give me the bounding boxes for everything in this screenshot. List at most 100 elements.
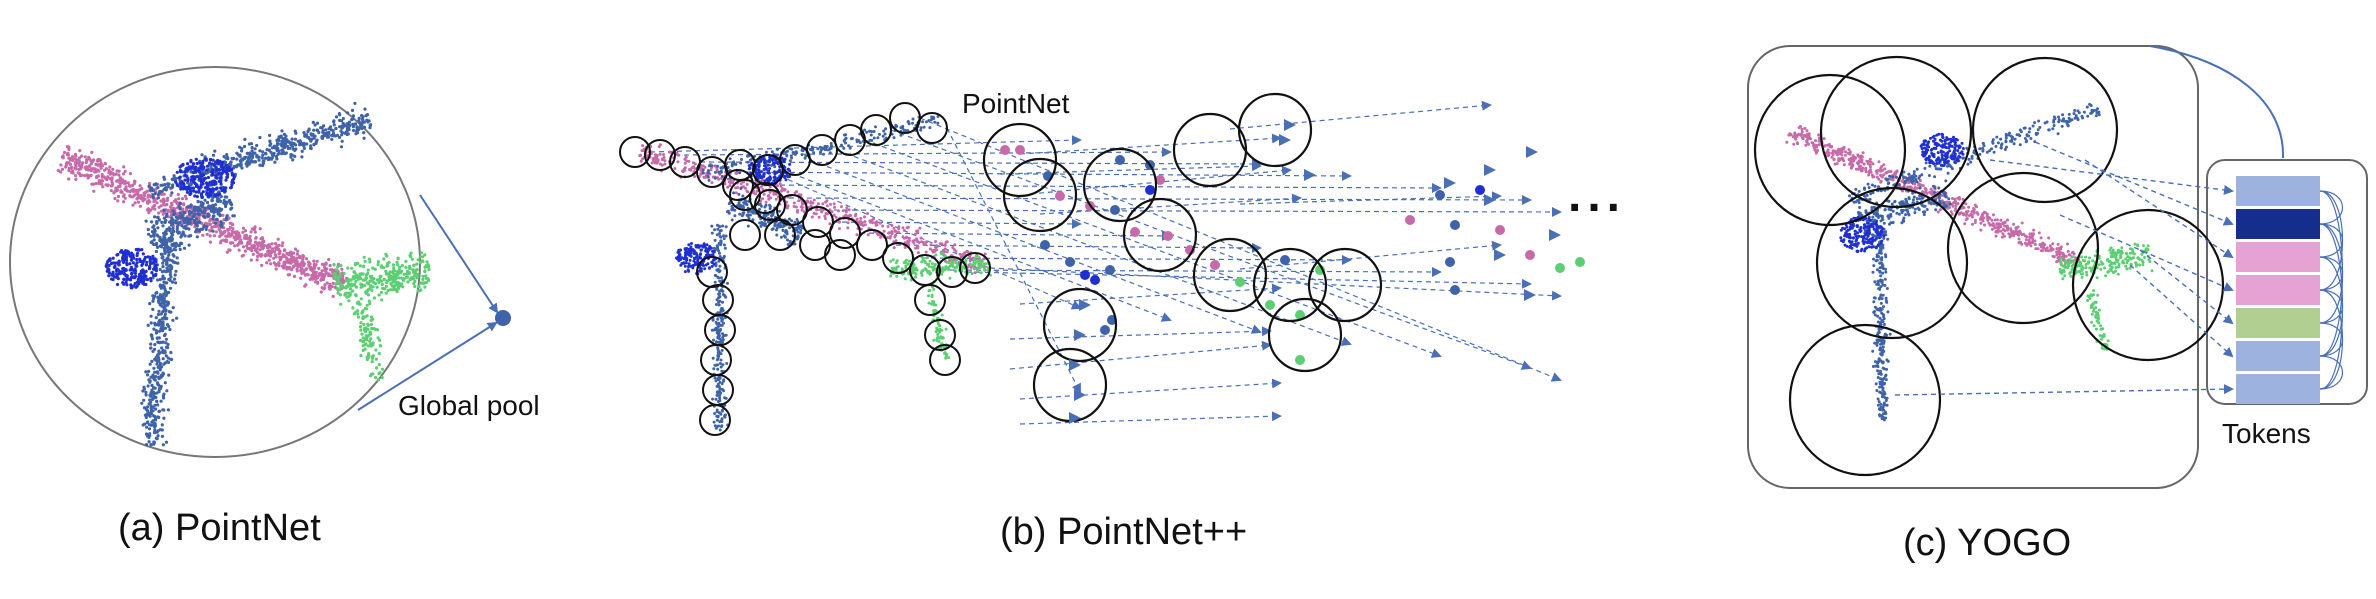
grouping-arrow xyxy=(836,149,1352,346)
local-region-circle xyxy=(824,239,856,271)
token-stack xyxy=(2236,176,2320,404)
grouping-arrow-level2 xyxy=(1239,191,1502,205)
sampled-point xyxy=(1000,145,1010,155)
feature-arrowhead xyxy=(1484,164,1496,176)
feature-arrowhead xyxy=(1074,329,1086,341)
yogo-sub-region xyxy=(1815,186,1969,340)
sampled-point xyxy=(1575,257,1585,267)
grouping-arrow xyxy=(966,271,1532,289)
local-region-circle xyxy=(749,182,781,214)
tokens-label: Tokens xyxy=(2222,418,2311,449)
grouping-arrow xyxy=(946,127,1081,394)
feature-arrowhead xyxy=(1524,289,1536,301)
sampled-point xyxy=(1155,175,1165,185)
grouping-arrow-level2 xyxy=(1019,133,1282,155)
yogo-region-box xyxy=(1747,45,2199,489)
sampled-point xyxy=(1163,231,1173,241)
grouping-arrow xyxy=(890,129,1532,370)
feature-arrowhead xyxy=(1079,299,1091,311)
local-region-circle xyxy=(802,206,834,238)
sampled-point xyxy=(1100,325,1110,335)
grouping-arrow xyxy=(864,139,1442,358)
level2-region-circle xyxy=(1192,237,1268,313)
yogo-sub-region xyxy=(1788,323,1942,477)
sampled-point xyxy=(1055,191,1065,201)
panel-c-yogo xyxy=(1747,45,2368,489)
airplane-point-cloud-c xyxy=(1785,102,2154,422)
feature-arrowhead xyxy=(1304,169,1316,181)
region-to-token-arrows xyxy=(1894,141,2234,396)
box-connector xyxy=(2149,45,2285,159)
yogo-sub-regions xyxy=(1753,55,2225,477)
sampled-point xyxy=(1445,257,1455,267)
grouping-arrow xyxy=(919,117,1562,382)
token-green xyxy=(2236,308,2320,338)
feature-arrowhead xyxy=(1284,119,1296,131)
level2-region-circle xyxy=(1082,147,1158,223)
feature-arrowhead xyxy=(1069,359,1081,371)
region-token-arrow xyxy=(1894,384,2234,396)
token-attention-link xyxy=(2319,190,2344,225)
token-attention-link xyxy=(2319,355,2344,390)
token-light xyxy=(2236,374,2320,404)
sampled-point xyxy=(1015,145,1025,155)
panel-c-title: (c) YOGO xyxy=(1903,522,2072,564)
feature-arrowhead xyxy=(1484,194,1496,206)
level2-region-circle xyxy=(1237,92,1313,168)
sampled-point xyxy=(1115,155,1125,165)
sampled-point xyxy=(1110,205,1120,215)
grouping-arrow-level2 xyxy=(1019,283,1282,305)
sampled-point xyxy=(1450,285,1460,295)
grouping-arrow-level2 xyxy=(1009,326,1272,340)
yogo-sub-region xyxy=(1819,55,1973,209)
sampled-point xyxy=(1130,227,1140,237)
local-region-circles xyxy=(619,102,991,436)
token-light xyxy=(2236,176,2320,206)
grouping-arrow xyxy=(782,169,1172,322)
local-region-circle xyxy=(722,169,754,201)
grouping-arrow xyxy=(859,230,1172,241)
yogo-sub-region xyxy=(2071,208,2225,362)
local-region-circle xyxy=(644,139,676,171)
level2-region-circle xyxy=(1122,197,1198,273)
local-region-circle xyxy=(924,319,956,351)
token-attention-link xyxy=(2319,322,2344,357)
level2-region-circle xyxy=(982,122,1058,198)
local-region-circle xyxy=(914,284,946,316)
token-attention-link xyxy=(2319,223,2344,258)
local-region-circle xyxy=(889,102,921,134)
sampled-point xyxy=(1265,300,1275,310)
local-region-circle xyxy=(936,256,968,288)
sampled-point xyxy=(1210,260,1220,270)
sampled-point xyxy=(1280,255,1290,265)
local-region-circle xyxy=(754,189,786,221)
level2-region-circle xyxy=(1252,247,1328,323)
sampled-point xyxy=(1295,355,1305,365)
local-region-circle xyxy=(729,219,761,251)
sampled-point xyxy=(1105,265,1115,275)
grouping-arrow xyxy=(752,182,1442,193)
local-region-circle xyxy=(860,114,892,146)
grouping-arrow xyxy=(989,267,1562,301)
grouping-arrow-level2 xyxy=(1039,193,1302,215)
pool-line-bottom xyxy=(357,321,498,411)
global-feature-point xyxy=(495,310,511,326)
grouping-arrow-level2 xyxy=(1009,340,1272,370)
local-region-circle xyxy=(929,344,961,376)
pointnet-label: PointNet xyxy=(962,88,1070,119)
feature-arrowhead xyxy=(1069,412,1081,424)
token-dark xyxy=(2236,209,2320,239)
grouping-arrow-level2 xyxy=(999,161,1262,175)
local-region-circle xyxy=(764,219,796,251)
token-attention-link xyxy=(2319,256,2343,357)
region-token-arrow xyxy=(1989,159,2234,195)
sampled-point xyxy=(1235,277,1245,287)
feature-arrowhead xyxy=(1494,249,1506,261)
grouping-arrow xyxy=(779,194,1532,205)
feature-arrowhead xyxy=(1526,146,1538,158)
token-pink xyxy=(2236,242,2320,272)
sampled-point xyxy=(1525,250,1535,260)
local-region-circle xyxy=(856,229,888,261)
level2-region-circle xyxy=(1267,297,1343,373)
